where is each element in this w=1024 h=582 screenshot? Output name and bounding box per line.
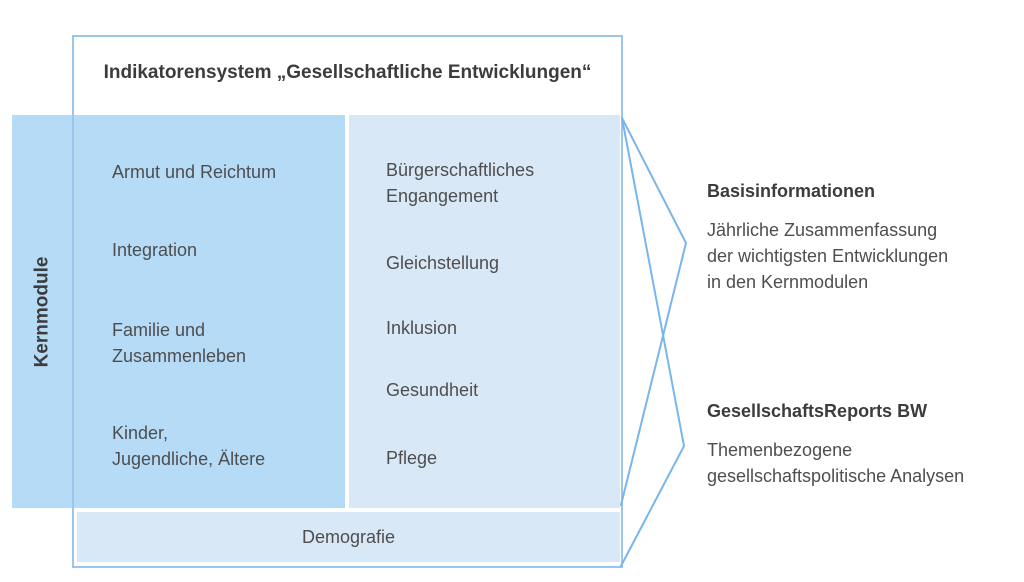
demografie-bar: Demografie: [77, 512, 620, 562]
module-item-gesundheit: Gesundheit: [386, 380, 479, 400]
kernmodule-label: Kernmodule: [31, 256, 53, 367]
module-item-integration: Integration: [112, 240, 198, 260]
indicator-system-title: Indikatorensystem „Gesellschaftliche Ent…: [103, 62, 592, 83]
output-description: Themenbezogene gesellschaftspolitische A…: [707, 440, 965, 486]
output-heading: GesellschaftsReports BW: [707, 401, 928, 421]
output-block-gesellschaftsreports: GesellschaftsReports BW Themenbezogene g…: [707, 401, 1017, 489]
module-item-inklusion: Inklusion: [386, 318, 458, 338]
output-description: Jährliche Zusammenfassung der wichtigste…: [707, 220, 949, 292]
connector-gesellschaftsreports: [620, 117, 685, 567]
output-block-basisinformationen: Basisinformationen Jährliche Zusammenfas…: [707, 181, 1017, 295]
connector-basisinformationen: [620, 117, 687, 506]
kernmodule-panel: [12, 115, 345, 508]
output-heading: Basisinformationen: [707, 181, 876, 201]
module-item-kinder-jugendliche-aeltere: Kinder, Jugendliche, Ältere: [112, 423, 266, 469]
module-item-pflege: Pflege: [386, 448, 438, 468]
module-item-gleichstellung: Gleichstellung: [386, 253, 500, 273]
module-item-buergerschaftliches-engagement: Bürgerschaftliches Engangement: [386, 160, 535, 206]
secondary-modules-panel: [349, 115, 620, 508]
module-item-familie-und-zusammenleben: Familie und Zusammenleben: [112, 320, 247, 366]
demografie-label: Demografie: [301, 526, 396, 547]
kernmodule-label-strip: Kernmodule: [12, 115, 72, 508]
module-item-armut-und-reichtum: Armut und Reichtum: [112, 162, 277, 182]
